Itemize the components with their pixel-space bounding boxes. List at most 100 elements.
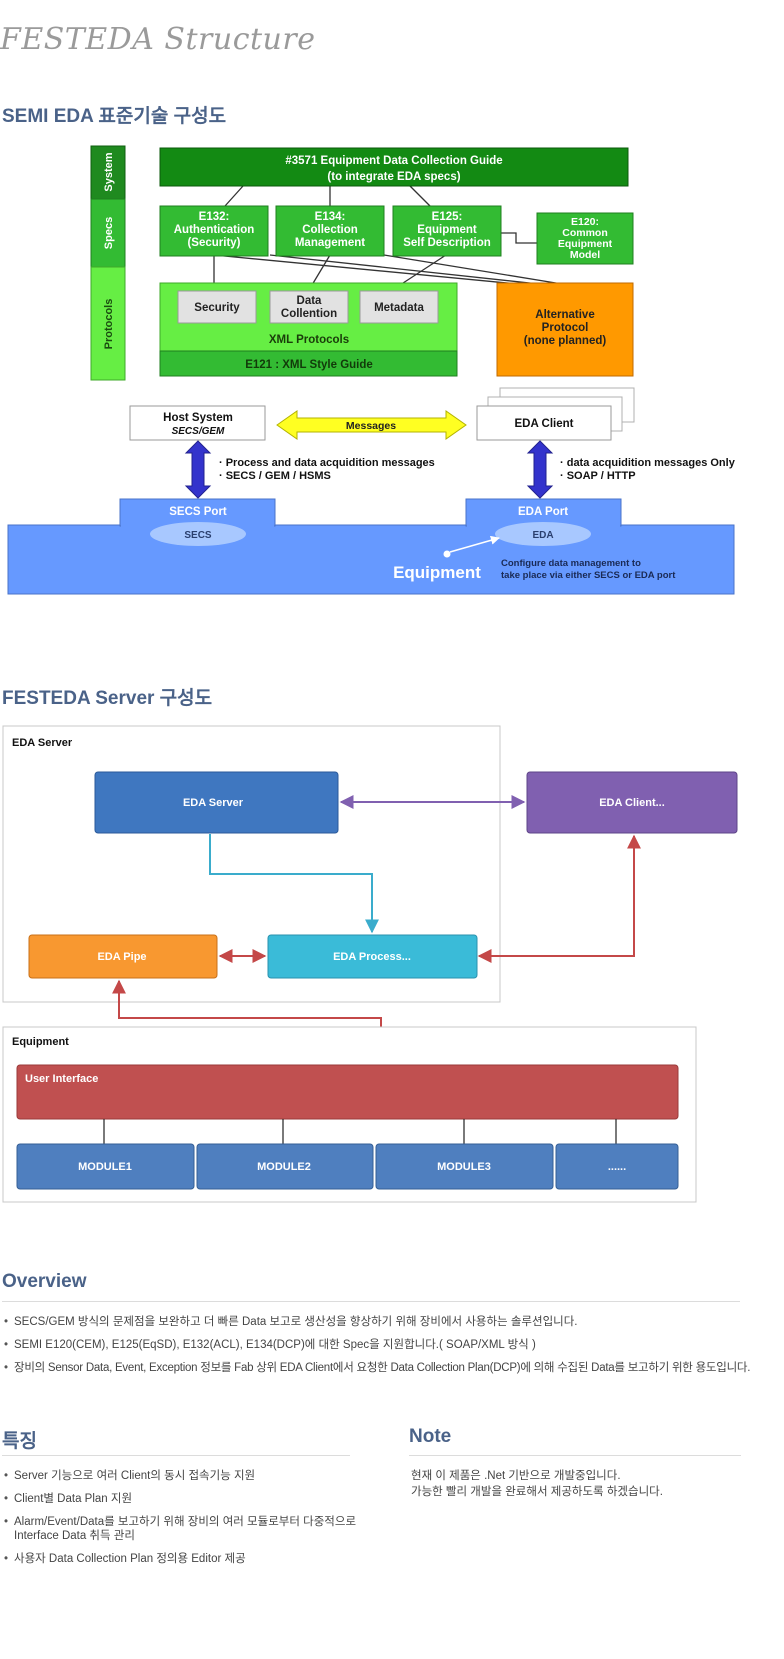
eda-pipe-label: EDA Pipe xyxy=(97,951,146,963)
guide-line-2: (to integrate EDA specs) xyxy=(327,171,460,183)
eda-server-label: EDA Server xyxy=(183,797,244,809)
svg-text:Management: Management xyxy=(295,237,365,249)
client-vertical-arrow xyxy=(526,440,554,499)
module-more-label: ...... xyxy=(608,1161,626,1173)
layer-protocols-label: Protocols xyxy=(103,299,115,350)
eda-process-box xyxy=(267,934,478,979)
overview-item: SEMI E120(CEM), E125(EqSD), E132(ACL), E… xyxy=(2,1338,762,1352)
left-note-2: · SECS / GEM / HSMS xyxy=(219,470,331,482)
host-system-sub: SECS/GEM xyxy=(172,426,225,437)
svg-text:Self Description: Self Description xyxy=(403,237,491,249)
right-note-2: · SOAP / HTTP xyxy=(560,470,636,482)
features-divider xyxy=(2,1455,350,1456)
module3-box xyxy=(375,1143,554,1190)
process-client-link xyxy=(477,834,641,963)
module2-label: MODULE2 xyxy=(257,1161,311,1173)
svg-text:Security: Security xyxy=(194,302,240,314)
eda-client-box xyxy=(476,405,612,441)
user-interface-box xyxy=(16,1064,679,1120)
secs-port-label: SECS Port xyxy=(169,506,227,518)
svg-text:Data: Data xyxy=(297,295,323,307)
overview-divider xyxy=(2,1301,740,1302)
page-title: FESTEDA Structure xyxy=(0,22,316,57)
e121-box xyxy=(159,350,458,377)
eda-ellipse xyxy=(495,522,591,546)
semi-eda-diagram: System Specs Protocols #3571 Equipment D… xyxy=(7,145,736,595)
eda-label: EDA xyxy=(532,530,553,541)
server-process-link xyxy=(209,834,379,934)
spec-e132-box xyxy=(159,205,269,257)
layer-specs xyxy=(90,198,126,268)
alternative-protocol-box xyxy=(496,282,634,377)
messages-arrow xyxy=(276,410,467,440)
eda-structure-title: SEMI EDA 표준기술 구성도 xyxy=(2,106,227,127)
configure-arrow xyxy=(449,535,500,553)
svg-text:E125:: E125: xyxy=(432,211,463,223)
spec-e120-box xyxy=(536,212,634,265)
eda-client-label: EDA Client xyxy=(515,418,574,430)
overview-item: SECS/GEM 방식의 문제점을 보완하고 더 빠른 Data 보고로 생산성… xyxy=(2,1315,762,1329)
layer-system xyxy=(90,145,126,200)
note-divider xyxy=(409,1455,741,1456)
connector-lines xyxy=(213,185,569,286)
guide-line-1: #3571 Equipment Data Collection Guide xyxy=(285,155,502,167)
module1-label: MODULE1 xyxy=(78,1161,132,1173)
note-body: 현재 이 제품은 .Net 기반으로 개발중입니다. 가능한 빨리 개발을 완료… xyxy=(411,1468,771,1500)
svg-text:(Security): (Security) xyxy=(187,237,240,249)
svg-text:E120:: E120: xyxy=(571,216,599,228)
note-line: 가능한 빨리 개발을 완료해서 제공하도록 하겠습니다. xyxy=(411,1486,663,1498)
guide-box xyxy=(159,147,629,187)
spec-e134-box xyxy=(275,205,385,257)
svg-text:Authentication: Authentication xyxy=(174,224,255,236)
e121-label: E121 : XML Style Guide xyxy=(245,359,373,371)
secs-port-box xyxy=(119,498,276,527)
equipment-group-label: Equipment xyxy=(12,1036,69,1048)
svg-text:(none planned): (none planned) xyxy=(524,335,607,347)
svg-text:Alternative: Alternative xyxy=(535,309,594,321)
layer-specs-label: Specs xyxy=(103,217,115,249)
spec-e125-box xyxy=(392,205,502,257)
feature-item: 사용자 Data Collection Plan 정의용 Editor 제공 xyxy=(2,1552,372,1566)
svg-text:Collection: Collection xyxy=(302,224,358,236)
svg-text:Collention: Collention xyxy=(281,308,337,320)
module-more-box xyxy=(555,1143,679,1190)
secs-label: SECS xyxy=(184,530,212,541)
module2-box xyxy=(196,1143,374,1190)
svg-text:E132:: E132: xyxy=(199,211,230,223)
svg-text:Protocol: Protocol xyxy=(542,322,589,334)
features-title: 특징 xyxy=(2,1431,37,1452)
svg-text:Equipment: Equipment xyxy=(417,224,477,236)
messages-label: Messages xyxy=(346,420,396,432)
eda-client-label: EDA Client... xyxy=(599,797,665,809)
secs-ellipse xyxy=(150,522,246,546)
equipment-label: Equipment xyxy=(393,563,481,582)
overview-title: Overview xyxy=(2,1271,87,1292)
svg-text:Equipment: Equipment xyxy=(558,238,613,250)
eda-server-box xyxy=(94,771,339,834)
feature-item: Client별 Data Plan 지원 xyxy=(2,1492,372,1506)
features-list: Server 기능으로 여러 Client의 동시 접속기능 지원 Client… xyxy=(2,1469,372,1575)
eda-client-box xyxy=(526,771,738,834)
right-note-1: · data acquidition messages Only xyxy=(560,457,736,469)
svg-text:Metadata: Metadata xyxy=(374,302,424,314)
overview-list: SECS/GEM 방식의 문제점을 보완하고 더 빠른 Data 보고로 생산성… xyxy=(2,1315,762,1384)
configure-line-2: take place via either SECS or EDA port xyxy=(501,570,676,581)
overview-item: 장비의 Sensor Data, Event, Exception 정보를 Fa… xyxy=(2,1361,762,1375)
eda-server-group-label: EDA Server xyxy=(12,737,73,749)
festeda-server-diagram: EDA Server EDA Server EDA Client... EDA … xyxy=(2,725,738,1203)
eda-process-label: EDA Process... xyxy=(333,951,411,963)
module-connectors xyxy=(103,1119,617,1144)
module3-label: MODULE3 xyxy=(437,1161,491,1173)
protocol-data-box xyxy=(269,290,349,324)
xml-protocols-label: XML Protocols xyxy=(269,334,349,346)
module1-box xyxy=(16,1143,195,1190)
host-system-label: Host System xyxy=(163,412,233,424)
note-title: Note xyxy=(409,1426,452,1447)
user-interface-label: User Interface xyxy=(25,1073,98,1085)
layer-system-label: System xyxy=(103,152,115,191)
eda-pipe-box xyxy=(28,934,218,979)
equipment-box xyxy=(7,524,735,595)
host-vertical-arrow xyxy=(184,440,212,499)
equipment-dot xyxy=(443,550,451,558)
left-note-1: · Process and data acquidition messages xyxy=(219,457,435,469)
